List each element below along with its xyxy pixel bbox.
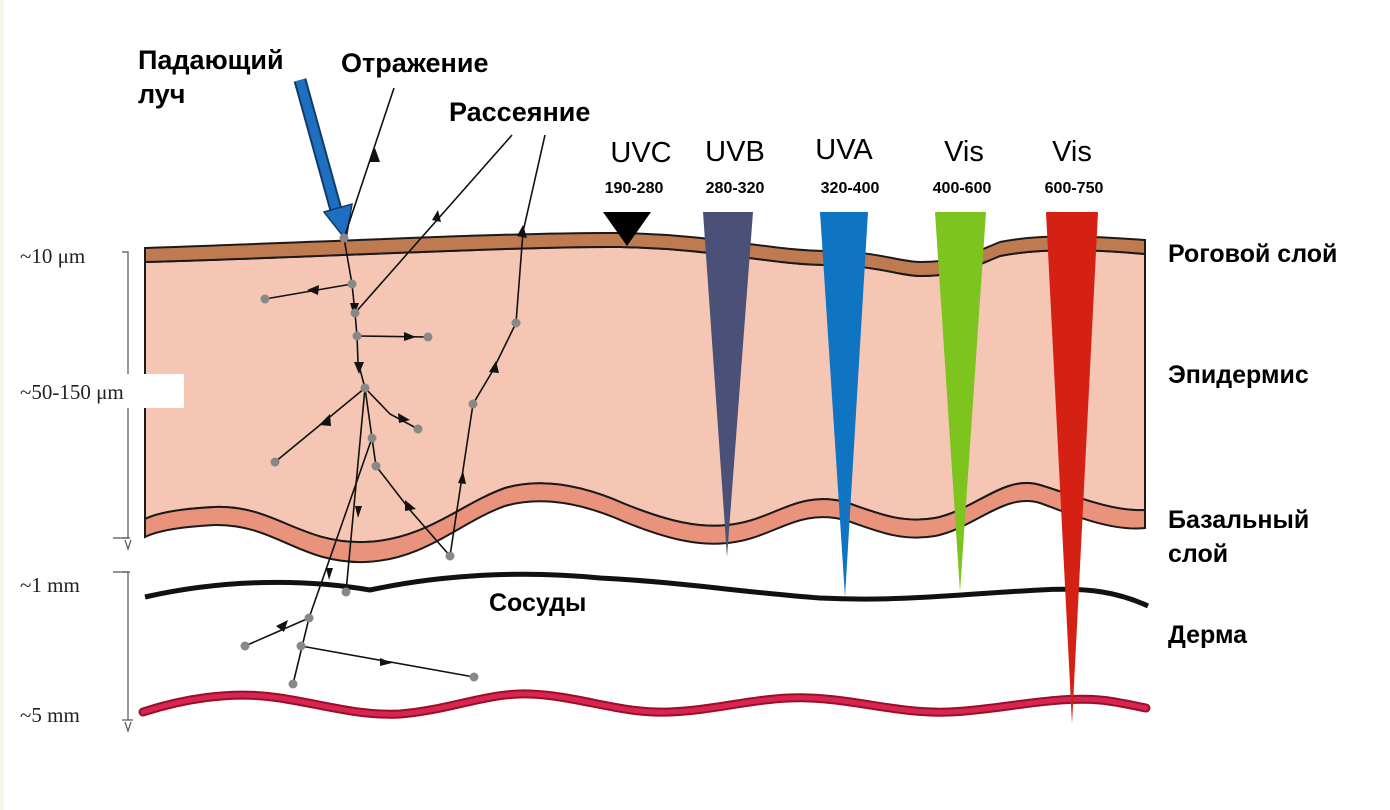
band-range-uvc: 190-280 [605,180,664,197]
scatter-up-ray-1 [354,134,513,314]
layer-label-basal-line2: слой [1168,540,1228,568]
scatter-point [347,279,357,289]
reflection-ray [343,87,395,239]
layer-label-dermis: Дерма [1168,621,1248,649]
scattering-label: Рассеяние [449,97,590,127]
layer-label-stratum-corneum: Роговой слой [1168,240,1337,268]
arrowhead [276,620,288,632]
depth-label-10um: ~10 μm [20,244,85,268]
scatter-branch-4 [364,387,419,430]
main-scatter-path [343,237,377,467]
depth-label-background [16,374,184,408]
scatter-point [339,233,349,243]
band-name-vis-400: Vis [944,136,984,168]
vis-600-penetration-wedge [1046,212,1098,724]
incident-beam-label-line1: Падающий [138,45,284,75]
arrowhead [405,500,416,511]
incident-beam-label-line2: луч [138,79,186,109]
arrowhead [404,332,416,341]
scatter-point [260,294,270,304]
scatter-point [304,613,314,623]
arrowhead [432,210,441,222]
reflection-label: Отражение [341,48,488,78]
band-name-uvc: UVC [610,137,671,169]
reflection-ray-arrowhead [369,148,380,162]
band-name-uva: UVA [815,134,873,166]
scatter-point [413,424,423,434]
arrowhead [517,225,527,238]
scatter-point [341,587,351,597]
vessels-line [144,571,1150,609]
scatter-point [352,331,362,341]
arrowhead [489,361,499,373]
scatter-points [240,233,521,689]
uva-penetration-wedge [820,212,868,597]
scatter-point [367,433,377,443]
scatter-point [270,457,280,467]
band-name-vis-600: Vis [1052,136,1092,168]
arrowhead [458,471,466,484]
arrowhead [380,658,392,666]
stratum-corneum-layer [144,231,1146,278]
arrowhead [355,506,362,518]
depth-arrow-down [124,539,132,551]
depth-label-5mm: ~5 mm [20,703,80,727]
scatter-point [445,551,455,561]
scatter-point [350,308,360,318]
incident-beam-arrowhead [322,202,353,242]
scatter-point [288,679,298,689]
depth-label-50-150um: ~50-150 μm [20,380,124,404]
arrowhead [319,414,331,426]
scatter-branch-2 [356,335,429,338]
arrowhead [307,285,319,295]
scatter-point [468,399,478,409]
scatter-point [240,641,250,651]
uvb-penetration-wedge [703,212,753,557]
arrowhead [354,362,364,374]
vessels-label: Сосуды [489,589,586,617]
band-range-uva: 320-400 [821,180,880,197]
incident-beam-shaft [295,78,341,212]
scatter-point [360,383,370,393]
depth-label-1mm: ~1 mm [20,573,80,597]
uvc-penetration-marker [603,212,651,246]
arrowhead [398,413,410,423]
deep-vessel-core [140,691,1149,717]
scatter-point [423,332,433,342]
left-edge-strip [0,0,4,810]
band-name-uvb: UVB [705,136,765,168]
vis-400-penetration-wedge [935,212,986,592]
band-range-uvb: 280-320 [706,180,765,197]
depth-bracket-dermis [122,571,129,720]
scatter-branch-6 [244,617,310,647]
scatter-point [511,318,521,328]
arrowhead [326,568,333,580]
scatter-branch-1 [264,283,353,300]
scatter-point [296,641,306,651]
band-range-vis-400: 400-600 [933,180,992,197]
scatter-point [469,672,479,682]
basal-layer [144,482,1146,564]
scatter-point [371,461,381,471]
band-range-vis-600: 600-750 [1045,180,1104,197]
layer-label-epidermis: Эпидермис [1168,361,1309,389]
scatter-down-ray-1 [345,387,366,593]
depth-arrow-down [124,721,132,733]
depth-scale [113,251,133,733]
layer-label-basal-line1: Базальный [1168,506,1309,534]
